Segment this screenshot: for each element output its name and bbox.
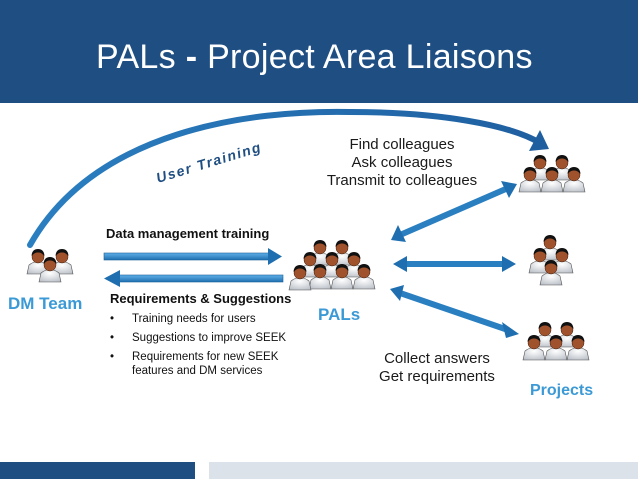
pals-to-projects-lower-arrow xyxy=(390,285,519,338)
user-training-curved-arrow xyxy=(27,108,543,248)
pals-label: PALs xyxy=(318,305,361,324)
list-item: •Requirements for new SEEK features and … xyxy=(110,351,279,377)
slide-title: PALs - Project Area Liaisons xyxy=(96,38,533,76)
list-item: •Training needs for users xyxy=(110,313,256,325)
list-item: •Suggestions to improve SEEK xyxy=(110,332,287,344)
projects-group-middle-icon xyxy=(528,234,574,286)
user-training-label: User Training xyxy=(154,139,263,186)
collect-answers-text: Collect answers Get requirements xyxy=(362,350,512,386)
footer-bar-right xyxy=(209,462,638,479)
find-line: Find colleagues xyxy=(349,136,455,153)
find-line: Ask colleagues xyxy=(351,154,453,171)
pals-to-projects-upper-arrow xyxy=(391,181,517,242)
find-colleagues-text: Find colleagues Ask colleagues Transmit … xyxy=(312,136,492,190)
projects-label: Projects xyxy=(530,382,594,399)
find-line: Transmit to colleagues xyxy=(326,172,478,189)
footer-bar-left xyxy=(0,462,195,479)
training-arrow xyxy=(103,248,282,265)
projects-group-top-icon xyxy=(518,154,586,193)
data-management-training-label: Data management training xyxy=(106,226,270,241)
collect-line: Get requirements xyxy=(379,368,495,385)
title-bar: PALs - Project Area Liaisons xyxy=(0,0,638,103)
requirements-arrow xyxy=(104,270,284,287)
projects-group-bottom-icon xyxy=(522,321,590,361)
pals-people-icon xyxy=(288,239,376,291)
pals-to-projects-middle-arrow xyxy=(393,256,516,272)
user-training-arrowhead xyxy=(529,130,549,151)
requirements-heading: Requirements & Suggestions xyxy=(110,291,292,306)
requirements-list: •Training needs for users •Suggestions t… xyxy=(110,312,320,383)
dm-team-label: DM Team xyxy=(8,294,83,313)
dm-team-people-icon xyxy=(27,249,73,282)
collect-line: Collect answers xyxy=(384,350,490,367)
